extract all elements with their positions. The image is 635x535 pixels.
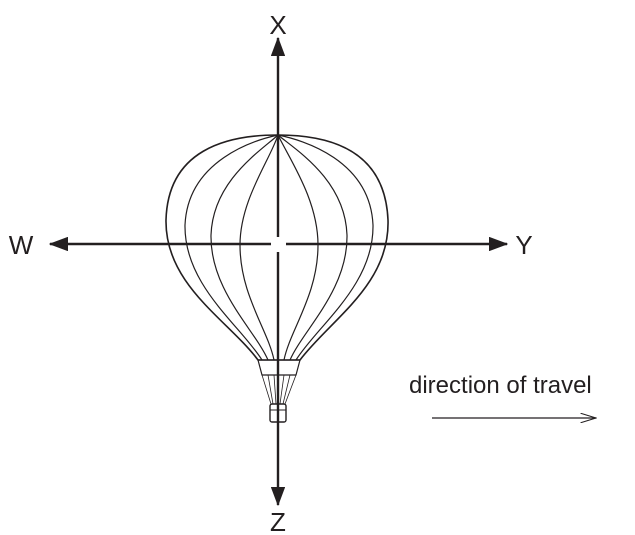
travel-label: direction of travel [409, 372, 592, 399]
balloon-gore [277, 134, 319, 361]
balloon-rigging [261, 374, 297, 405]
balloon-gore [184, 134, 279, 361]
balloon-gore [277, 134, 348, 361]
axis-label-z: Z [270, 507, 286, 535]
balloon-gore [210, 134, 279, 361]
axis-label-w: W [9, 230, 34, 260]
axis-label-x: X [269, 10, 286, 40]
axis-label-y: Y [515, 230, 532, 260]
balloon-gore [239, 134, 279, 361]
balloon-gore [277, 134, 374, 361]
